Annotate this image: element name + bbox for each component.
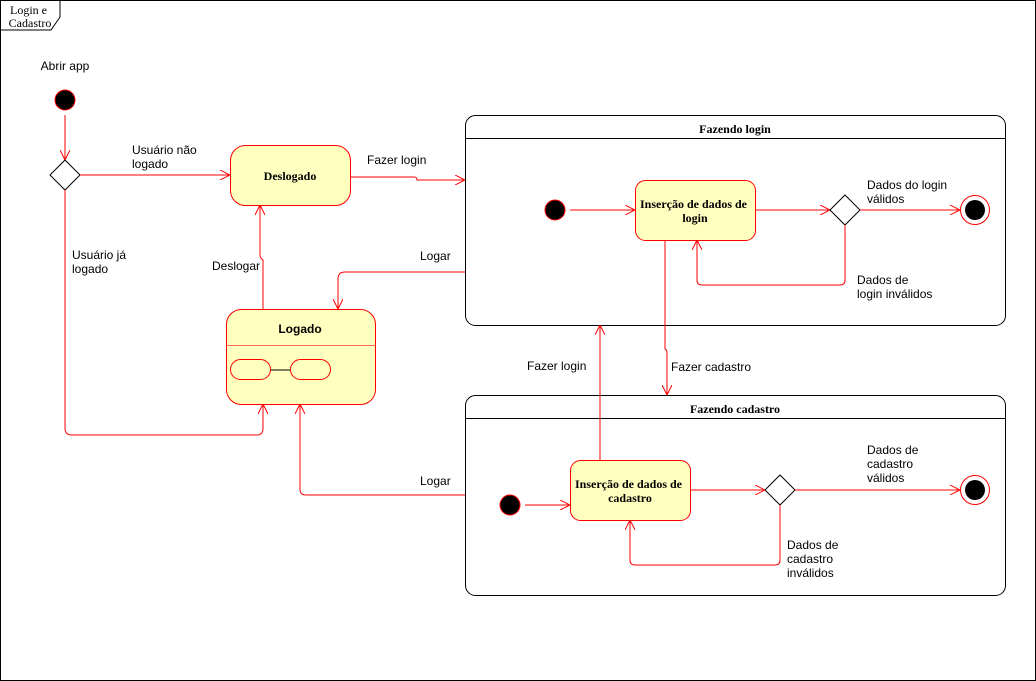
state-deslogado[interactable]: Deslogado (230, 145, 351, 206)
state-logado[interactable]: Logado (226, 309, 376, 405)
svg-text:Fazendo login: Fazendo login (699, 122, 771, 136)
svg-text:Inserção de dados de cad: Inserção de dados de cadastro (575, 477, 685, 505)
edge-logar-from-cadastro (300, 404, 465, 496)
login-initial-state[interactable] (544, 199, 566, 221)
cadastro-initial-state[interactable] (499, 494, 521, 516)
edge-fazer-cadastro (665, 240, 667, 395)
initial-state[interactable] (54, 89, 76, 111)
label-usuario-nao-logado: Usuário não logado (132, 143, 200, 171)
label-fazer-login-from-cadastro: Fazer login (527, 359, 586, 373)
frame-title-tab (0, 0, 61, 31)
edge-deslogar (260, 205, 263, 309)
cadastro-final-state[interactable] (960, 475, 990, 505)
label-cadastro-invalidos: Dados de cadastro inválidos (787, 538, 842, 580)
edge-fazer-login (350, 177, 465, 180)
label-cadastro-validos: Dados de cadastro válidos (867, 443, 922, 485)
label-fazer-login: Fazer login (367, 153, 426, 167)
svg-text:Inserção de dados de log: Inserção de dados de login (640, 197, 750, 225)
svg-text:Fazendo cadastro: Fazendo cadastro (690, 402, 780, 416)
svg-text:Deslogado: Deslogado (264, 169, 317, 183)
label-login-validos: Dados do login válidos (867, 178, 950, 206)
label-deslogar: Deslogar (212, 259, 260, 273)
svg-text:Logado: Logado (278, 322, 321, 336)
edge-ja-logado (64, 190, 263, 436)
label-login-invalidos: Dados de login inválidos (857, 273, 932, 301)
edge-cadastro-invalidos (630, 505, 781, 566)
label-logar-from-cadastro: Logar (420, 474, 451, 488)
edge-login-invalidos (697, 225, 846, 286)
login-final-state[interactable] (960, 195, 990, 225)
label-fazer-cadastro: Fazer cadastro (671, 360, 751, 374)
frame-title: Login e Cadastro (9, 3, 52, 30)
label-usuario-ja-logado: Usuário já logado (72, 248, 129, 276)
substate-icon (290, 359, 331, 380)
state-insercao-cadastro[interactable]: Inserção de dados de cadastro (570, 460, 691, 521)
label-logar-from-login: Logar (420, 249, 451, 263)
start-label: Abrir app (41, 59, 90, 73)
state-insercao-login[interactable]: Inserção de dados de login (635, 180, 756, 241)
edge-logar-from-login (338, 271, 465, 309)
